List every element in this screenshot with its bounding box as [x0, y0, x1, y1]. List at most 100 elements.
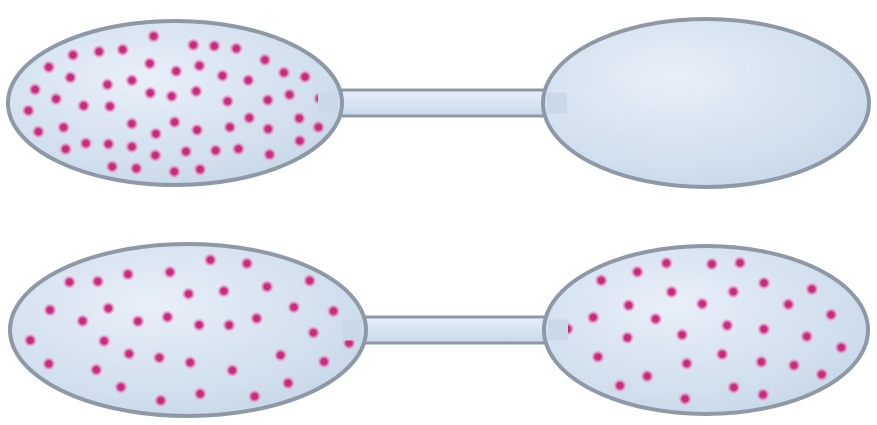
- gas-particle: [63, 276, 76, 289]
- gas-particle: [660, 257, 673, 270]
- gas-particle: [193, 59, 206, 72]
- gas-particle: [318, 355, 331, 368]
- gas-particle: [705, 258, 718, 271]
- gas-particle: [805, 283, 818, 296]
- gas-particle: [93, 45, 106, 58]
- tube-joint: [342, 320, 362, 341]
- left-bulb: [10, 244, 366, 416]
- gas-particle: [312, 121, 325, 134]
- gas-particle: [79, 137, 92, 150]
- gas-particle: [221, 95, 234, 108]
- gas-particle: [168, 165, 181, 178]
- gas-particle: [230, 42, 243, 55]
- gas-particle: [149, 149, 162, 162]
- gas-particle: [29, 83, 42, 96]
- gas-particle: [154, 394, 167, 407]
- gas-particle: [208, 40, 221, 53]
- gas-particle: [153, 351, 166, 364]
- gas-particle: [24, 334, 37, 347]
- gas-particle: [144, 87, 157, 100]
- gas-particle: [621, 331, 634, 344]
- connecting-tube: [346, 317, 564, 343]
- gas-particle: [676, 328, 689, 341]
- tube-joint: [318, 93, 338, 114]
- gas-particle: [243, 111, 256, 124]
- gas-particle: [187, 39, 200, 52]
- gas-particle: [250, 312, 263, 325]
- gas-particle: [835, 341, 848, 354]
- gas-particle: [125, 74, 138, 87]
- gas-particle: [147, 30, 160, 43]
- gas-particle: [114, 381, 127, 394]
- right-bulb-glass: [543, 19, 869, 187]
- gas-particle: [622, 299, 635, 312]
- gas-particle: [77, 99, 90, 112]
- tube-joint: [547, 93, 567, 114]
- gas-particle: [287, 301, 300, 314]
- gas-particle: [258, 53, 271, 66]
- gas-particle: [679, 392, 692, 405]
- gas-particle: [64, 71, 77, 84]
- gas-particle: [125, 117, 138, 130]
- gas-particle: [721, 319, 734, 332]
- gas-particle: [696, 297, 709, 310]
- gas-particle: [262, 123, 275, 136]
- gas-particle: [263, 148, 276, 161]
- gas-particle: [800, 330, 813, 343]
- gas-particle: [143, 57, 156, 70]
- gas-particle: [716, 348, 729, 361]
- gas-particle: [165, 90, 178, 103]
- gas-particle: [303, 274, 316, 287]
- gas-particle: [116, 43, 129, 56]
- gas-particle: [194, 163, 207, 176]
- gas-particle: [757, 388, 770, 401]
- gas-particle: [631, 265, 644, 278]
- gas-particle: [190, 85, 203, 98]
- gas-particle: [76, 315, 89, 328]
- gas-particle: [680, 357, 693, 370]
- gas-particle: [825, 308, 838, 321]
- gas-particle: [149, 127, 162, 140]
- gas-particle: [22, 104, 35, 117]
- apparatus-equilibrium-state: [10, 244, 868, 416]
- gas-particle: [191, 124, 204, 137]
- gas-particle: [665, 285, 678, 298]
- gas-particle: [815, 368, 828, 381]
- gas-particle: [299, 70, 312, 83]
- gas-particle: [102, 302, 115, 315]
- gas-particle: [57, 121, 70, 134]
- gas-particle: [307, 326, 320, 339]
- gas-particle: [122, 268, 135, 281]
- gas-particle: [595, 274, 608, 287]
- gas-particle: [102, 138, 115, 151]
- gas-particle: [757, 323, 770, 336]
- gas-particle: [168, 116, 181, 129]
- gas-particle: [204, 253, 217, 266]
- gas-particle: [106, 160, 119, 173]
- gas-particle: [591, 350, 604, 363]
- gas-particle: [587, 311, 600, 324]
- gas-particle: [223, 121, 236, 134]
- gas-particle: [90, 363, 103, 376]
- gas-particle: [293, 112, 306, 125]
- gas-particle: [182, 287, 195, 300]
- gas-particle: [44, 304, 57, 317]
- gas-particle: [180, 145, 193, 158]
- gas-particle: [132, 315, 145, 328]
- gas-particle: [223, 319, 236, 332]
- gas-particle: [241, 257, 254, 270]
- gas-particle: [59, 143, 72, 156]
- gas-particle: [649, 313, 662, 326]
- gas-particle: [91, 275, 104, 288]
- gas-particle: [123, 347, 136, 360]
- gas-particle: [293, 134, 306, 147]
- gas-particle: [327, 305, 340, 318]
- gas-particle: [758, 276, 771, 289]
- gas-particle: [641, 370, 654, 383]
- gas-particle: [727, 381, 740, 394]
- gas-particle: [98, 335, 111, 348]
- gas-particle: [170, 65, 183, 78]
- gas-particle: [50, 92, 63, 105]
